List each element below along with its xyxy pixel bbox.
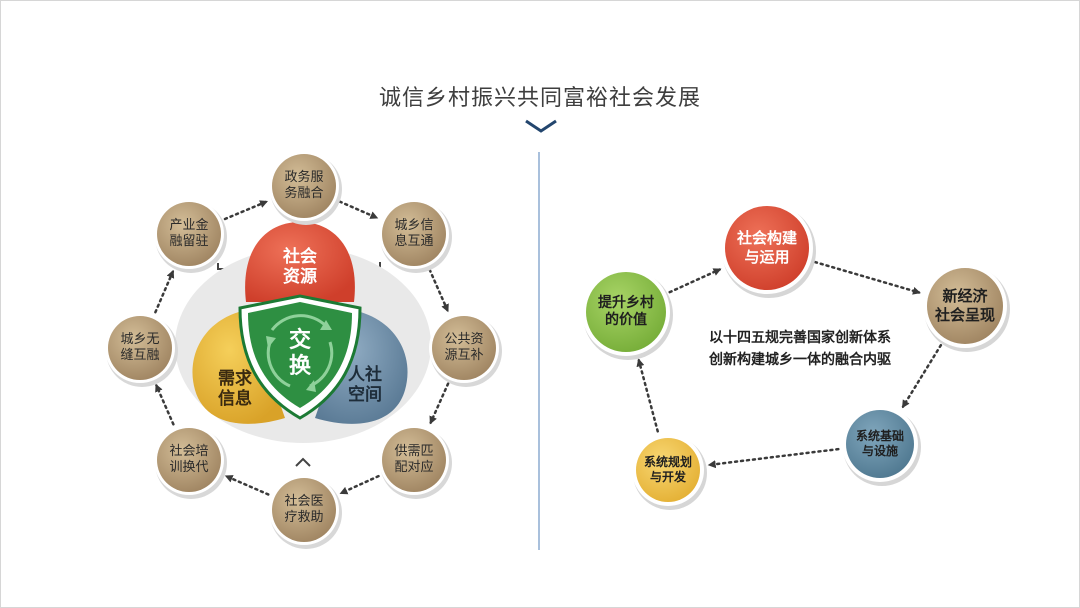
cycle-arrow xyxy=(668,268,722,294)
cycle-arrow xyxy=(223,200,269,221)
right-cycle-node xyxy=(632,434,707,510)
left-cycle-node xyxy=(379,199,452,273)
right-cycle-node xyxy=(842,406,921,486)
cycle-arrow xyxy=(429,382,450,425)
left-cycle-node-label: 公共资 源互补 xyxy=(444,331,484,363)
right-cycle-node xyxy=(582,268,673,360)
cycle-arrow xyxy=(901,343,943,409)
chevron-down-icon xyxy=(525,119,557,133)
left-cycle-node xyxy=(269,151,342,225)
right-cycle-nodes xyxy=(582,202,1010,510)
left-cycle-node-label: 城乡无 缝互融 xyxy=(120,331,160,363)
left-cycle-node xyxy=(269,475,342,549)
right-cycle-node-label: 系统基础 与设施 xyxy=(855,429,904,458)
left-cycle-nodes xyxy=(105,151,502,549)
cycle-arrow xyxy=(707,447,840,469)
petal-right xyxy=(315,310,408,424)
right-cycle-node-label: 系统规划 与开发 xyxy=(643,455,692,484)
petal-left-label: 需求 信息 xyxy=(218,368,252,409)
cycle-arrow xyxy=(339,474,380,495)
cycle-arrow xyxy=(224,475,270,496)
left-cycle-arrows xyxy=(154,200,450,496)
right-cycle-arrows xyxy=(636,260,943,469)
cycle-arrow xyxy=(428,268,449,313)
cycle-arrow xyxy=(154,269,175,314)
cycle-arrow xyxy=(155,383,175,426)
petal-right-label: 人社 空间 xyxy=(348,364,382,405)
left-cycle-node-label: 社会医 疗救助 xyxy=(284,493,324,525)
right-cycle-node xyxy=(721,202,816,298)
section-divider xyxy=(538,152,540,550)
left-cycle-node xyxy=(154,199,227,273)
cycle-arrow xyxy=(338,200,379,219)
page-title: 诚信乡村振兴共同富裕社会发展 xyxy=(378,86,701,111)
left-cycle-node-label: 政务服 务融合 xyxy=(284,169,324,201)
left-cycle-node xyxy=(105,313,178,387)
right-cycle-node-label: 社会构建 与运用 xyxy=(736,229,797,266)
cycle-arrow xyxy=(813,260,921,295)
left-cycle-node-label: 社会培 训换代 xyxy=(169,443,209,475)
left-cycle-node xyxy=(429,313,502,387)
right-cycle-node xyxy=(923,264,1010,352)
right-cycle-node-label: 提升乡村 的价值 xyxy=(598,294,654,329)
petal-left xyxy=(192,310,285,424)
right-center-text: 以十四五规完善国家创新体系 创新构建城乡一体的融合内驱 xyxy=(676,328,924,371)
right-cycle-node-label: 新经济 社会呈现 xyxy=(934,287,995,324)
right-center-line-1: 以十四五规完善国家创新体系 xyxy=(709,330,891,346)
exchange-arrows-icon xyxy=(266,314,334,392)
left-cycle-node xyxy=(154,425,227,499)
left-cycle-node-label: 供需匹 配对应 xyxy=(394,443,434,475)
right-center-line-2: 创新构建城乡一体的融合内驱 xyxy=(709,351,891,368)
left-cycle-node xyxy=(379,425,452,499)
center-label: 交 换 xyxy=(288,327,311,379)
cycle-arrow xyxy=(636,358,659,433)
petal-top-label: 社会 资源 xyxy=(283,246,317,287)
petal-top xyxy=(245,222,355,302)
left-cycle-node-label: 城乡信 息互通 xyxy=(394,217,434,249)
left-cycle-node-label: 产业金 融留驻 xyxy=(169,217,209,249)
